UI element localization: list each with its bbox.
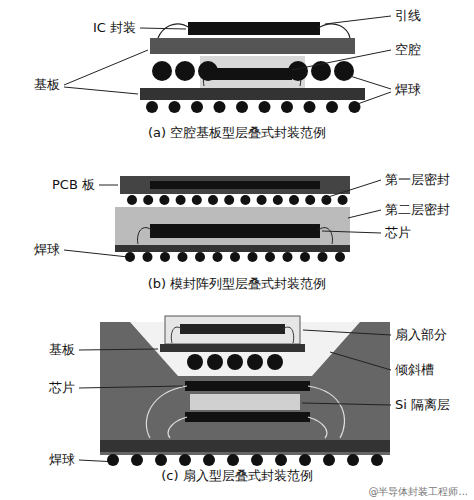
solder-ball [305,195,315,205]
solder-ball [208,195,218,205]
solder-ball [107,454,119,466]
solder-ball [159,195,169,205]
part-name: 基板 [34,77,60,93]
solder-ball [323,454,335,466]
leader-lines [64,180,381,257]
solder-ball [300,252,310,262]
part-name: IC 封装 [93,20,136,36]
solder-ball [176,195,186,205]
part-name: 焊球 [34,242,60,258]
solder-ball [160,252,170,262]
mold-array-package [115,176,350,252]
part-name: 引线 [395,8,421,24]
solder-ball [267,354,283,370]
part-name: 空腔 [395,42,421,58]
part-name: Si 隔离层 [395,397,450,413]
solder-ball [192,195,202,205]
solder-ball [257,195,267,205]
part-name: 基板 [49,342,75,358]
solder-ball [304,101,316,113]
solder-ball [152,61,172,81]
solder-ball [175,61,195,81]
solder-ball [338,195,348,205]
leader-lines [79,330,391,462]
solder-ball [214,101,226,113]
part-name: 第一层密封 [385,172,450,188]
watermark: @半导体封装工程师... [368,486,468,498]
solder-ball [195,252,205,262]
solder-ball [146,101,158,113]
solder-ball [283,252,293,262]
part-name: 芯片 [385,225,411,241]
solder-ball [230,252,240,262]
solder-ball [299,454,311,466]
solder-ball [347,454,359,466]
solder-ball [224,195,234,205]
solder-ball [169,101,181,113]
solder-ball [155,454,167,466]
solder-ball [275,454,287,466]
solder-balls [146,101,361,113]
cavity-package [140,22,365,100]
part-name: 芯片 [49,380,75,396]
solder-ball [273,195,283,205]
solder-ball [213,252,223,262]
solder-ball [288,61,308,81]
solder-ball [326,101,338,113]
caption: (c) 扇入型层叠式封装范例 [161,468,312,484]
solder-ball [335,252,345,262]
part-name: PCB 板 [52,177,95,193]
solder-ball [236,101,248,113]
solder-ball [371,454,383,466]
part-name: 焊球 [395,82,421,98]
solder-ball [281,101,293,113]
solder-ball [127,195,137,205]
solder-ball [198,61,218,81]
solder-balls [125,252,345,262]
solder-balls [107,454,383,466]
solder-ball [265,252,275,262]
solder-ball [259,101,271,113]
part-name: 第二层密封 [385,202,450,218]
solder-ball [227,454,239,466]
solder-ball [247,354,263,370]
solder-ball [334,61,354,81]
solder-ball [203,454,215,466]
solder-balls [187,354,283,370]
solder-ball [240,195,250,205]
fan-in-package [100,316,390,455]
solder-ball [207,354,223,370]
leader-lines [64,16,391,106]
solder-ball [187,354,203,370]
solder-ball [131,454,143,466]
solder-ball [251,454,263,466]
caption: (b) 模封阵列型层叠式封装范例 [148,276,327,292]
caption: (a) 空腔基板型层叠式封装范例 [148,125,326,141]
solder-ball [248,252,258,262]
solder-ball [143,195,153,205]
solder-ball [349,101,361,113]
solder-ball [227,354,243,370]
solder-ball [143,252,153,262]
solder-ball [318,252,328,262]
part-name: 焊球 [49,452,75,468]
solder-ball [125,252,135,262]
part-name: 扇入部分 [395,327,447,343]
solder-balls [127,195,348,205]
solder-ball [179,454,191,466]
solder-ball [191,101,203,113]
solder-ball [289,195,299,205]
part-name: 倾斜槽 [395,362,434,378]
solder-ball [178,252,188,262]
